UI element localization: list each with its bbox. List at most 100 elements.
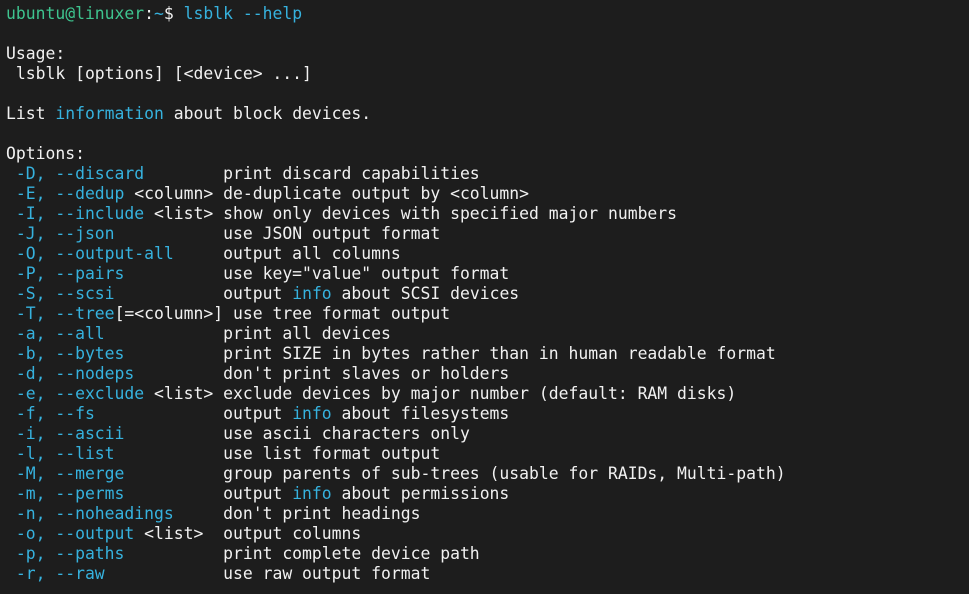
blank-line [6, 24, 969, 44]
option-flags: -P, --pairs [6, 264, 125, 283]
option-row: -S, --scsi output info about SCSI device… [6, 284, 969, 304]
option-row: -D, --discard print discard capabilities [6, 164, 969, 184]
text-segment: don't print slaves or holders [223, 364, 510, 383]
prompt-symbol: $ [163, 4, 184, 23]
option-padding [174, 504, 223, 523]
text-segment: group parents of sub-trees (usable for R… [223, 464, 786, 483]
option-flags: -O, --output-all [6, 244, 174, 263]
option-padding [105, 324, 223, 343]
option-flags: -p, --paths [6, 544, 125, 563]
text-segment: output columns [223, 524, 362, 543]
option-desc: use raw output format [223, 564, 430, 583]
prompt-path: ~ [154, 4, 164, 23]
option-row: -d, --nodeps don't print slaves or holde… [6, 364, 969, 384]
option-desc: print discard capabilities [223, 164, 480, 183]
option-flags: -m, --perms [6, 484, 125, 503]
option-row: -b, --bytes print SIZE in bytes rather t… [6, 344, 969, 364]
text-segment: use key="value" output format [223, 264, 510, 283]
option-flags: -I, --include [6, 204, 145, 223]
option-flags: -i, --ascii [6, 424, 125, 443]
option-padding [213, 204, 223, 223]
option-flags: -o, --output [6, 524, 135, 543]
option-desc: group parents of sub-trees (usable for R… [223, 464, 785, 483]
option-arg: <list> [144, 204, 214, 223]
option-row: -e, --exclude <list> exclude devices by … [6, 384, 969, 404]
option-padding [134, 364, 223, 383]
option-flags: -d, --nodeps [6, 364, 135, 383]
text-segment: List [6, 104, 56, 123]
text-segment: about SCSI devices [331, 284, 520, 303]
text-segment: about permissions [331, 484, 510, 503]
prompt-line: ubuntu@linuxer:~$ lsblk --help [6, 4, 969, 24]
option-desc: don't print slaves or holders [223, 364, 509, 383]
option-desc: use list format output [223, 444, 440, 463]
prompt-user-host: ubuntu@linuxer [6, 4, 145, 23]
text-segment: output [223, 284, 293, 303]
option-row: -a, --all print all devices [6, 324, 969, 344]
option-row: -m, --perms output info about permission… [6, 484, 969, 504]
option-row: -n, --noheadings don't print headings [6, 504, 969, 524]
option-padding [174, 244, 223, 263]
option-desc: use ascii characters only [223, 424, 470, 443]
option-flags: -M, --merge [6, 464, 125, 483]
option-padding [124, 344, 223, 363]
option-desc: output all columns [223, 244, 401, 263]
option-desc: use JSON output format [223, 224, 440, 243]
option-padding [124, 464, 223, 483]
option-row: -M, --merge group parents of sub-trees (… [6, 464, 969, 484]
option-padding [115, 224, 224, 243]
option-flags: -f, --fs [6, 404, 95, 423]
keyword-highlight: info [292, 404, 332, 423]
text-segment: use ascii characters only [223, 424, 470, 443]
option-padding [115, 284, 224, 303]
option-desc: use tree format output [233, 304, 450, 323]
option-flags: -E, --dedup [6, 184, 125, 203]
option-arg: <list> [144, 384, 214, 403]
option-desc: output columns [223, 524, 361, 543]
option-arg: <list> [134, 524, 204, 543]
option-row: -i, --ascii use ascii characters only [6, 424, 969, 444]
option-padding [124, 264, 223, 283]
usage-header: Usage: [6, 44, 66, 63]
text-segment: use JSON output format [223, 224, 441, 243]
option-padding [144, 164, 223, 183]
option-flags: -l, --list [6, 444, 115, 463]
option-padding [223, 304, 233, 323]
text-segment: use list format output [223, 444, 441, 463]
option-flags: -a, --all [6, 324, 105, 343]
option-padding [105, 564, 223, 583]
keyword-highlight: info [292, 484, 332, 503]
text-segment: output all columns [223, 244, 401, 263]
text-segment: print SIZE in bytes rather than in human… [223, 344, 776, 363]
option-desc: print SIZE in bytes rather than in human… [223, 344, 776, 363]
option-padding [95, 404, 223, 423]
option-desc: output info about permissions [223, 484, 509, 503]
option-padding [203, 524, 223, 543]
text-segment: print discard capabilities [223, 164, 480, 183]
option-padding [213, 184, 223, 203]
text-segment: use raw output format [223, 564, 431, 583]
option-desc: output info about filesystems [223, 404, 509, 423]
description-line: List information about block devices. [6, 104, 969, 124]
blank-line [6, 84, 969, 104]
option-flags: -e, --exclude [6, 384, 145, 403]
option-flags: -r, --raw [6, 564, 105, 583]
text-segment: show only devices with specified major n… [223, 204, 678, 223]
option-padding [124, 544, 223, 563]
option-desc: show only devices with specified major n… [223, 204, 677, 223]
option-desc: print all devices [223, 324, 391, 343]
option-row: -T, --tree[=<column>] use tree format ou… [6, 304, 969, 324]
option-row: -P, --pairs use key="value" output forma… [6, 264, 969, 284]
text-segment: de-duplicate output by <column> [223, 184, 530, 203]
option-row: -J, --json use JSON output format [6, 224, 969, 244]
text-segment: output [223, 404, 293, 423]
option-flags: -S, --scsi [6, 284, 115, 303]
options-list: -D, --discard print discard capabilities… [6, 164, 969, 584]
option-padding [213, 384, 223, 403]
option-desc: don't print headings [223, 504, 420, 523]
option-desc: de-duplicate output by <column> [223, 184, 529, 203]
text-segment: print all devices [223, 324, 391, 343]
option-flags: -b, --bytes [6, 344, 125, 363]
option-row: -O, --output-all output all columns [6, 244, 969, 264]
